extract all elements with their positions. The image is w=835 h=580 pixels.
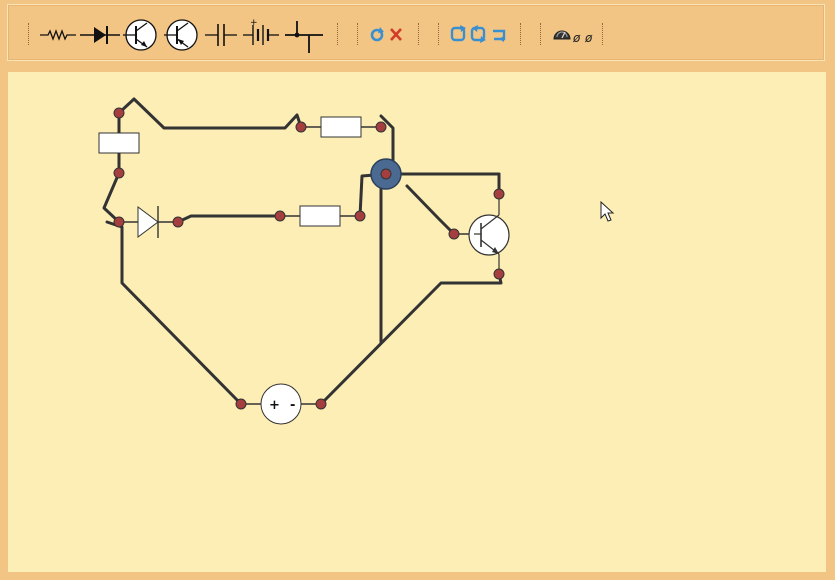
terminal-node[interactable] <box>113 107 125 119</box>
terminal-node[interactable] <box>354 210 366 222</box>
capacitor-icon <box>205 24 237 46</box>
mouse-cursor-icon <box>600 200 615 222</box>
resistor-r1[interactable] <box>301 116 381 138</box>
toolbar-separator <box>337 23 338 45</box>
terminal-node[interactable] <box>295 121 307 133</box>
circuit-canvas[interactable]: + - <box>8 72 826 572</box>
redo-button[interactable] <box>490 25 508 43</box>
npn-transistor-tool[interactable] <box>121 17 161 53</box>
battery-tool[interactable]: + <box>241 17 281 53</box>
probe-alt-button[interactable]: ø <box>585 27 597 45</box>
refresh-icon <box>370 27 384 42</box>
capacitor-tool[interactable] <box>203 17 239 53</box>
terminal-node[interactable] <box>235 398 247 410</box>
npn-transistor-icon <box>123 19 157 51</box>
toolbar-separator <box>540 23 541 45</box>
terminal-node[interactable] <box>113 167 125 179</box>
refresh-button[interactable] <box>368 25 386 43</box>
delete-icon <box>390 28 402 41</box>
source-plus-label: + <box>269 398 280 413</box>
toolbar-separator <box>602 23 603 45</box>
diode-tool[interactable] <box>80 17 120 53</box>
wire <box>105 220 243 406</box>
toolbar-separator <box>520 23 521 45</box>
resistor-tool[interactable] <box>38 17 78 53</box>
probe-icon: ø <box>573 31 581 45</box>
pnp-transistor-icon <box>164 19 198 51</box>
diode-d1[interactable] <box>119 206 178 238</box>
redo-icon <box>493 29 506 42</box>
battery-icon: + <box>243 18 279 45</box>
wire <box>176 214 282 224</box>
terminal-node[interactable] <box>274 210 286 222</box>
terminal-node[interactable] <box>375 121 387 133</box>
wires <box>102 97 503 406</box>
probe-alt-icon: ø <box>585 31 593 45</box>
terminal-node[interactable] <box>315 398 327 410</box>
terminal-node[interactable] <box>113 216 125 228</box>
source-minus-label: - <box>290 398 295 413</box>
diode-icon <box>80 26 120 44</box>
connection-nodes <box>113 107 505 410</box>
toolbar-separator <box>28 23 29 45</box>
wire <box>117 97 303 130</box>
terminal-node[interactable] <box>493 268 505 280</box>
delete-button[interactable] <box>388 25 404 43</box>
terminal-node[interactable] <box>172 216 184 228</box>
pnp-transistor-tool[interactable] <box>162 17 202 53</box>
voltage-source[interactable]: + - <box>241 383 321 425</box>
meter-button[interactable] <box>552 25 572 43</box>
junction-node[interactable] <box>370 158 402 190</box>
wire <box>379 114 395 176</box>
toolbar-separator <box>418 23 419 45</box>
flip-icon <box>470 25 486 43</box>
toolbar-separator <box>438 23 439 45</box>
wire <box>319 272 503 406</box>
transistor-q1[interactable] <box>454 194 510 274</box>
terminal-node[interactable] <box>448 228 460 240</box>
wire <box>405 184 456 236</box>
resistor-r2[interactable] <box>280 205 360 227</box>
meter-icon <box>553 30 571 40</box>
circuit-board[interactable]: + - <box>8 72 826 572</box>
terminal-node[interactable] <box>493 188 505 200</box>
wire-junction-icon <box>285 21 323 53</box>
rotate-button[interactable] <box>450 25 468 43</box>
wire <box>102 171 121 224</box>
flip-button[interactable] <box>470 25 488 43</box>
toolbar: + <box>7 4 825 61</box>
wire-junction-tool[interactable] <box>283 17 325 53</box>
svg-text:+: + <box>250 18 258 28</box>
capacitor-c1[interactable] <box>98 113 140 154</box>
probe-button[interactable]: ø <box>573 27 585 45</box>
rotate-icon <box>450 25 466 42</box>
toolbar-separator <box>357 23 358 45</box>
resistor-icon <box>40 29 76 41</box>
